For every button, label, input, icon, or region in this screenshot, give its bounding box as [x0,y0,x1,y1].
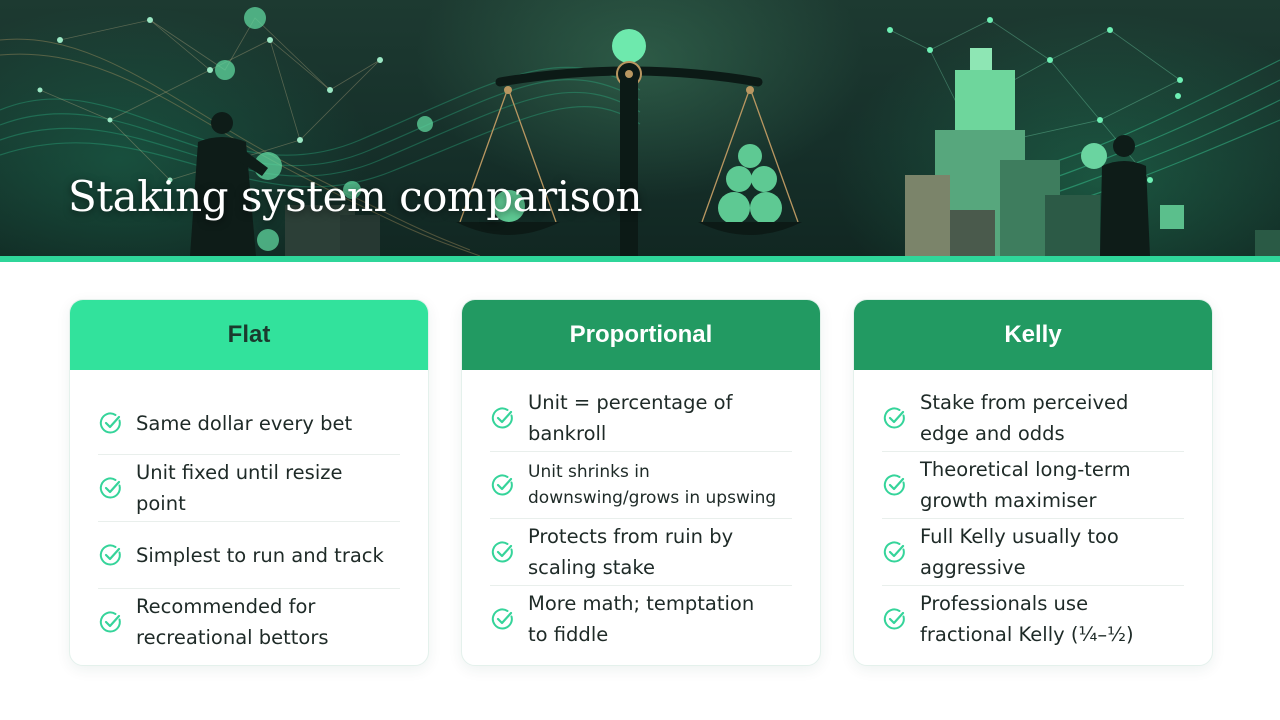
hero-accent-bar [0,256,1280,262]
list-item: Same dollar every bet [98,392,400,455]
item-text: Unit shrinks in downswing/grows in upswi… [528,462,777,508]
item-text: Professionals use fractional Kelly (¼–½) [920,592,1134,646]
person-right [1081,135,1150,256]
cube-stack [905,48,1280,256]
item-text: More math; temptation to fiddle [528,592,755,646]
list-item: Theoretical long-term growth maximiser [882,452,1184,519]
item-text: Recommended for recreational bettors [136,595,329,649]
card-title: Kelly [1004,321,1062,348]
list-item: Unit fixed until resize point [98,455,400,522]
list-item: Simplest to run and track [98,522,400,589]
hero-illustration [0,7,1280,256]
item-text: Unit fixed until resize point [136,461,343,515]
item-text: Stake from perceived edge and odds [920,391,1129,445]
item-text: Protects from ruin by scaling stake [528,525,734,579]
item-text: Full Kelly usually too aggressive [920,525,1119,579]
list-item: More math; temptation to fiddle [490,586,792,652]
card-header: Flat [70,300,428,370]
check-circle-icon [99,544,121,566]
check-circle-icon [883,541,905,563]
check-circle-icon [99,412,121,434]
list-item: Recommended for recreational bettors [98,589,400,655]
check-circle-icon [883,474,905,496]
card-kelly: Kelly Stake from perceived edge and odds… [853,299,1213,666]
page-title: Staking system comparison [68,172,643,221]
list-item: Unit shrinks in downswing/grows in upswi… [490,452,792,519]
check-circle-icon [491,541,513,563]
card-proportional: Proportional Unit = percentage of bankro… [461,299,821,666]
item-text: Unit = percentage of bankroll [528,391,733,445]
check-circle-icon [883,608,905,630]
list-item: Professionals use fractional Kelly (¼–½) [882,586,1184,652]
list-item: Full Kelly usually too aggressive [882,519,1184,586]
list-item: Protects from ruin by scaling stake [490,519,792,586]
list-item: Stake from perceived edge and odds [882,385,1184,452]
item-text: Simplest to run and track [136,543,384,567]
person-left [190,112,268,256]
check-circle-icon [99,477,121,499]
check-circle-icon [491,407,513,429]
check-circle-icon [99,611,121,633]
card-title: Flat [227,321,271,348]
check-circle-icon [883,407,905,429]
card-header: Proportional [462,300,820,370]
item-text: Theoretical long-term growth maximiser [920,458,1131,512]
balance-scale [456,29,802,256]
hero-banner: Staking system comparison [0,0,1280,256]
card-flat: Flat Same dollar every bet Unit fixed un… [69,299,429,666]
check-circle-icon [491,474,513,496]
item-text: Same dollar every bet [136,411,353,435]
card-header: Kelly [854,300,1212,370]
check-circle-icon [491,608,513,630]
list-item: Unit = percentage of bankroll [490,385,792,452]
card-title: Proportional [569,321,713,348]
